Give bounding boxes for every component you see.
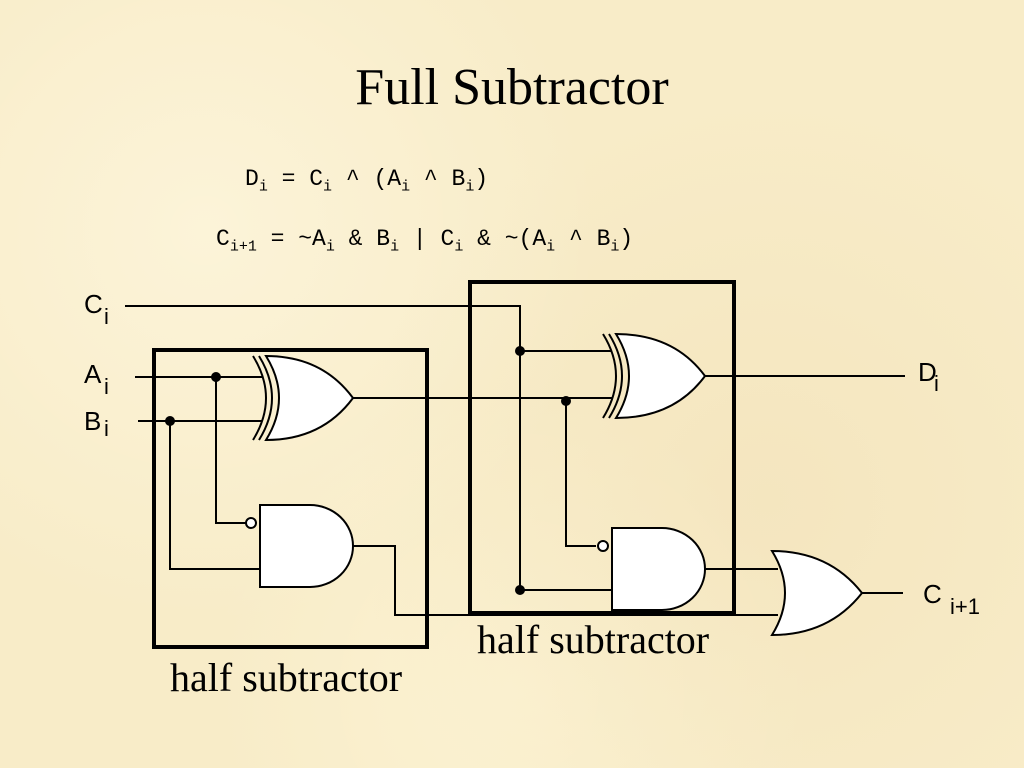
or-gate [770,549,864,637]
input-b-sub: i [104,416,109,441]
output-c-sub: i+1 [950,594,980,619]
input-c-sub: i [104,304,109,329]
junction-dot [515,585,525,595]
eq1-sub: i [465,178,475,196]
junction-dot [515,346,525,356]
wire-and1-to-or [353,545,778,616]
eq2-part: & ~(A [463,226,547,252]
difference-equation: Di = Ci ^ (Ai ^ Bi) [245,166,488,196]
half-subtractor-box-1 [152,348,429,649]
eq2-lhs-sub: i+1 [229,238,257,256]
eq2-sub: i [325,238,335,256]
wire-a-to-and1 [215,377,246,524]
eq1-part: ) [474,166,489,192]
and-gate-2 [597,527,706,611]
half-subtractor-label-1: half subtractor [170,655,402,700]
eq1-part: ^ (A [332,166,402,192]
borrow-equation: Ci+1 = ~Ai & Bi | Ci & ~(Ai ^ Bi) [216,226,633,256]
output-d-sub: i [934,371,939,396]
half-subtractor-box-2 [468,280,736,615]
eq2-part: & B [334,226,391,252]
input-b-label: B [84,406,101,436]
input-c-label: C [84,289,103,319]
output-d-label: D [918,357,937,387]
input-a-label: A [84,359,102,389]
wire-b-to-and1 [169,421,260,570]
eq2-part: = ~A [256,226,326,252]
eq2-sub: i [546,238,556,256]
slide-title: Full Subtractor [355,59,669,116]
eq1-lhs: D [245,166,259,192]
eq2-sub: i [454,238,464,256]
junctions [165,346,571,595]
eq1-sub: i [323,178,333,196]
eq2-part: ^ B [555,226,611,252]
eq1-lhs-sub: i [258,178,268,196]
junction-dot [211,372,221,382]
xor-gate-1 [252,354,355,442]
and-gate-1 [245,504,354,588]
junction-dot [561,396,571,406]
output-c-label: C [923,579,942,609]
eq2-lhs: C [216,226,230,252]
wire-c-in [125,305,612,591]
eq2-part: | C [399,226,455,252]
eq2-sub: i [610,238,620,256]
eq1-part: ^ B [410,166,466,192]
eq1-part: = C [267,166,324,192]
inverter-bubble [245,517,257,529]
inverter-bubble [597,540,609,552]
wire-xor1-to-and2 [565,401,596,547]
wires [125,305,905,616]
junction-dot [165,416,175,426]
input-a-sub: i [104,374,109,399]
eq2-sub: i [390,238,400,256]
xor-gate-2 [602,332,707,420]
eq2-part: ) [619,226,634,252]
half-subtractor-label-2: half subtractor [477,617,709,662]
eq1-sub: i [401,178,411,196]
